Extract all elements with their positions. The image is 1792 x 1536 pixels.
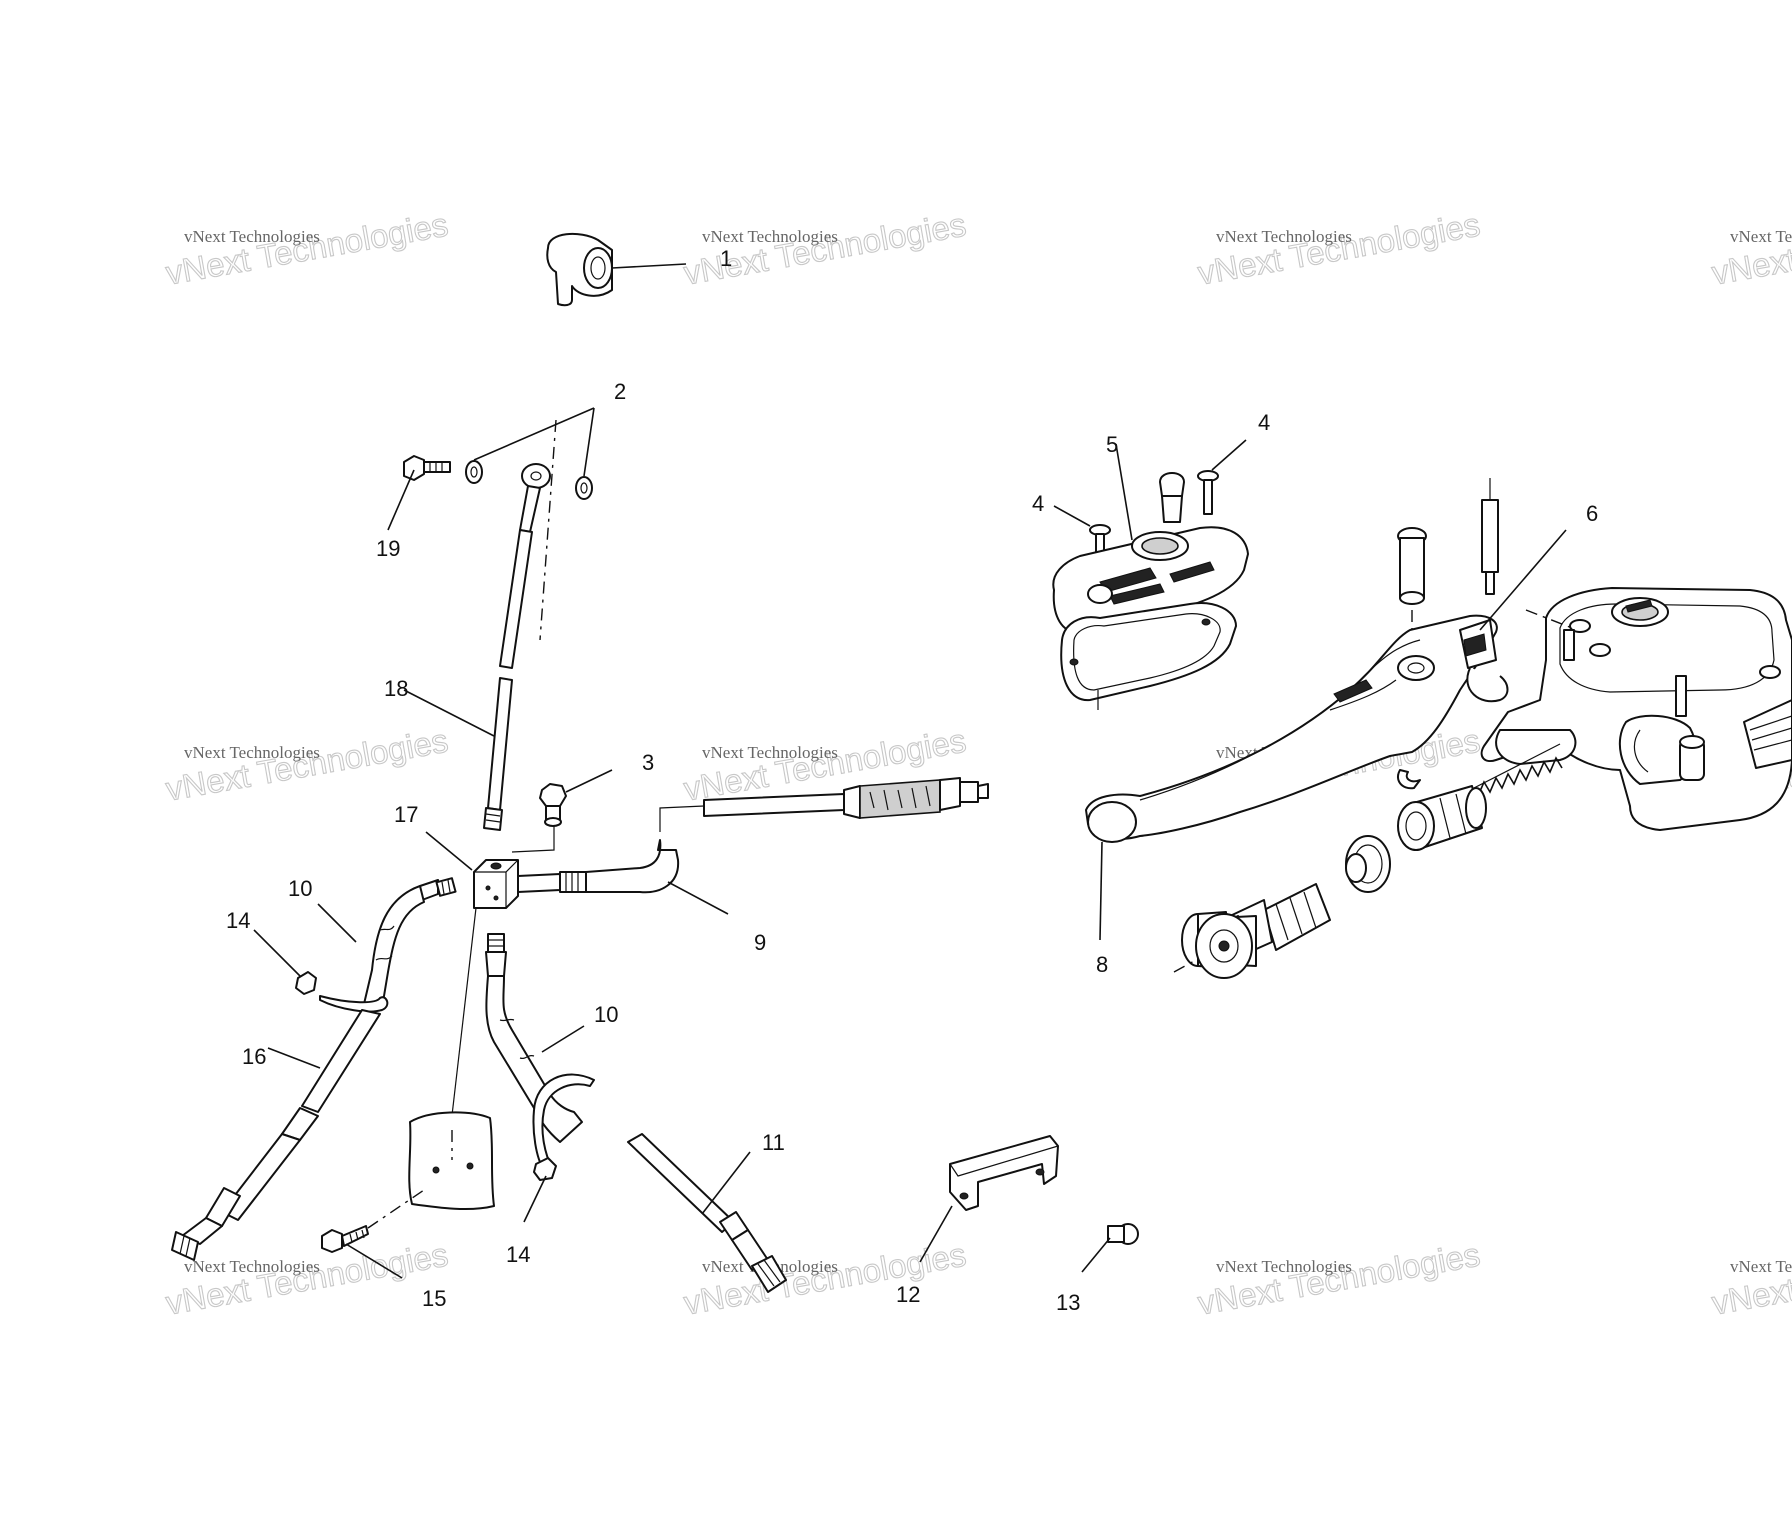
callout-6: 6 [1586, 501, 1598, 526]
callout-9: 9 [754, 930, 766, 955]
watermark-big: vNext Technologies [1709, 206, 1792, 292]
callout-13: 13 [1056, 1290, 1080, 1315]
part-12-bracket [919, 1135, 1059, 1263]
mounting-plate [408, 1111, 495, 1211]
callout-18: 18 [384, 676, 408, 701]
master-cylinder-body [1480, 587, 1792, 831]
part-18-hose [403, 529, 533, 831]
reservoir-plug [1159, 472, 1185, 523]
part-1-boot [546, 232, 687, 307]
watermark: vNext Technologies vNext Technologies [163, 205, 452, 292]
callout-10-right: 10 [594, 1002, 618, 1027]
washer-right [575, 476, 593, 500]
watermark-small: vNext Technologies [1730, 1257, 1792, 1276]
part-10-11-right-hose [485, 933, 787, 1293]
cap-screw-right [1197, 470, 1219, 515]
callout-17: 17 [394, 802, 418, 827]
banjo-assembly [387, 407, 595, 641]
callout-14-left: 14 [226, 908, 250, 933]
callout-3: 3 [642, 750, 654, 775]
watermark: vNext Technologies vNext Technologies [1195, 1235, 1484, 1322]
callout-labels: 1 2 3 4 4 5 6 8 9 10 10 11 12 13 14 14 1… [226, 246, 1598, 1315]
watermark: vNext Technologies vNext Technologies [1709, 205, 1792, 292]
master-cylinder-assembly [1052, 439, 1792, 979]
watermark-big: vNext Technologies [1195, 1236, 1483, 1322]
callout-12: 12 [896, 1282, 920, 1307]
watermark-big: vNext Technologies [163, 206, 451, 292]
part-10-16-left-hose [171, 877, 457, 1261]
watermark: vNext Technologies vNext Technologies [681, 1235, 970, 1322]
callout-2: 2 [614, 379, 626, 404]
banjo-bolt [403, 455, 425, 481]
callout-8: 8 [1096, 952, 1108, 977]
return-spring [1469, 743, 1563, 797]
callout-4-right: 4 [1258, 410, 1270, 435]
watermark-big: vNext Technologies [163, 722, 451, 808]
watermark: vNext Technologies vNext Technologies [1709, 1235, 1792, 1322]
callout-11: 11 [762, 1130, 785, 1155]
watermark-big: vNext Technologies [681, 1236, 969, 1322]
callout-16: 16 [242, 1044, 266, 1069]
watermark-small: vNext Technologies [1730, 227, 1792, 246]
watermark-big: vNext Technologies [1709, 1236, 1792, 1322]
callout-15: 15 [422, 1286, 446, 1311]
watermark-small: vNext Technologies [184, 1257, 320, 1276]
part-3-switch [511, 769, 613, 853]
part-17-block [425, 831, 519, 1151]
watermark-big: vNext Technologies [1195, 206, 1483, 292]
watermark-small: vNext Technologies [702, 743, 838, 762]
callout-5: 5 [1106, 432, 1118, 457]
switch-pin [1481, 478, 1499, 595]
watermark-small: vNext Technologies [184, 743, 320, 762]
watermark-small: vNext Technologies [702, 227, 838, 246]
callout-1: 1 [720, 246, 732, 271]
watermark: vNext Technologies vNext Technologies [1195, 205, 1484, 292]
adjuster-knob [1181, 911, 1257, 979]
pivot-pin [1397, 527, 1427, 605]
washer-left [465, 460, 483, 484]
watermark-big: vNext Technologies [163, 1236, 451, 1322]
watermark: vNext Technologies vNext Technologies [163, 721, 452, 808]
callout-10-left: 10 [288, 876, 312, 901]
callout-14-right: 14 [506, 1242, 530, 1267]
callout-4-left: 4 [1032, 491, 1044, 516]
banjo-fitting [521, 463, 551, 489]
part-9-hose [517, 777, 989, 915]
callout-19: 19 [376, 536, 400, 561]
watermark: vNext Technologies vNext Technologies [163, 1235, 452, 1322]
watermark-layer: vNext Technologies vNext Technologies vN… [163, 205, 1792, 1322]
part-15-plate-screw [321, 1111, 495, 1279]
watermark-small: vNext Technologies [184, 227, 320, 246]
brake-switch [1459, 619, 1509, 703]
watermark-small: vNext Technologies [1216, 1257, 1352, 1276]
watermark-small: vNext Technologies [1216, 227, 1352, 246]
piston-seal [1345, 835, 1391, 893]
part-13-screw [1081, 1223, 1139, 1273]
piston [1397, 785, 1487, 851]
